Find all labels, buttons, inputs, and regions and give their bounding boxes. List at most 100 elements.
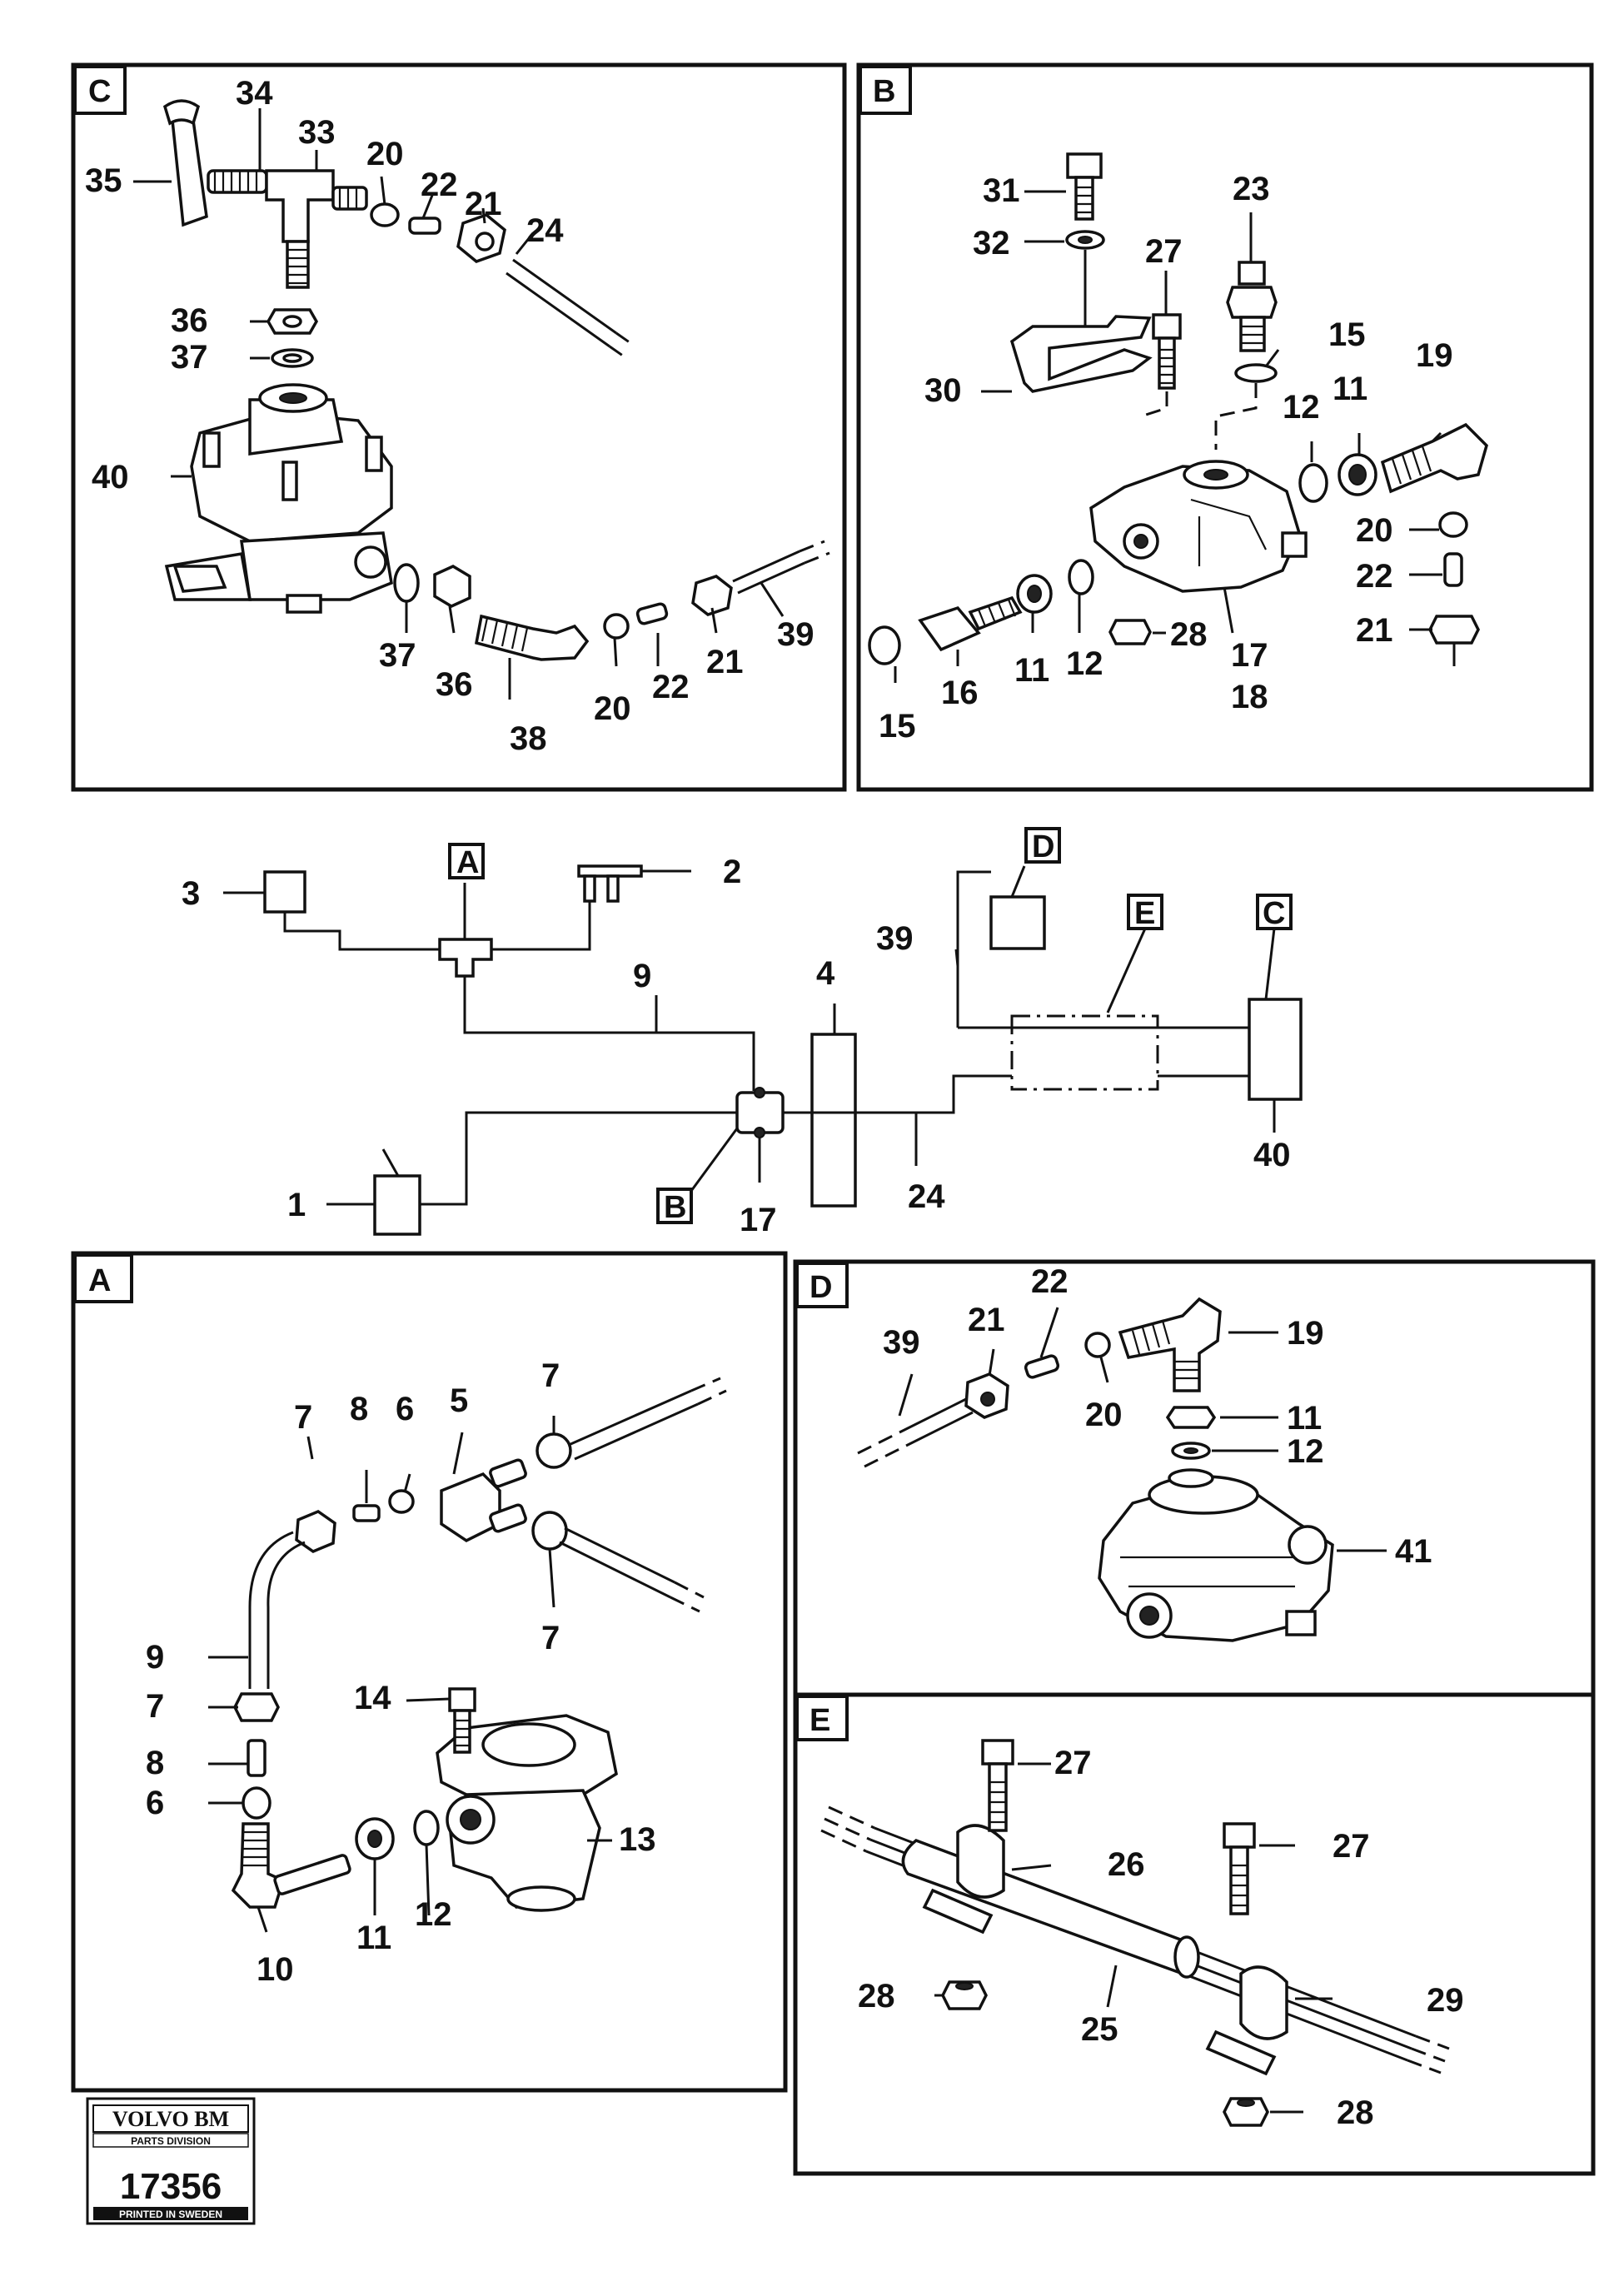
stamp-brand-box [92, 2104, 249, 2133]
callout-36: 36 [171, 302, 208, 339]
washer-15-part [1234, 363, 1278, 383]
panel-e-leaders [934, 1762, 1333, 2114]
brake-valve-part [164, 383, 393, 614]
olive-6-part [388, 1489, 415, 1514]
insert-22-part [1443, 552, 1463, 587]
nut-bore [475, 232, 495, 252]
callout-18: 18 [1231, 679, 1268, 715]
fitting-16-part [918, 605, 981, 652]
pipe-39-continuation [857, 1431, 907, 1468]
callout-40: 40 [92, 459, 129, 496]
washer-12-part [1298, 463, 1328, 503]
valve-bottom-port [286, 594, 322, 614]
panel-a-frame [71, 1251, 788, 2093]
callout-12: 12 [1287, 1433, 1324, 1470]
fitting-23-axis [1214, 383, 1258, 450]
stamp-number: 17356 [120, 2166, 222, 2207]
callout-19: 19 [1416, 337, 1453, 374]
stamp-division: PARTS DIVISION [131, 2135, 211, 2147]
callout-37-lower: 37 [379, 637, 416, 674]
pipe-39 [899, 1397, 974, 1447]
nut-7c-part [233, 1692, 280, 1722]
olive-20b-part [603, 613, 630, 640]
callout-22: 22 [1356, 558, 1393, 595]
callout-39: 39 [883, 1324, 920, 1361]
clamp-26-foot [922, 1888, 994, 1935]
panel-e-frame [793, 1692, 1596, 2176]
callout-34: 34 [236, 75, 273, 112]
callout-27: 27 [1145, 233, 1183, 270]
valve-41-seams [1120, 1556, 1299, 1588]
elbow-19-part [1380, 422, 1488, 494]
nut-28b-part [1223, 2097, 1269, 2127]
fitting-16-thread [968, 595, 1023, 631]
insert-part [408, 217, 441, 235]
callout-21: 21 [1356, 612, 1393, 649]
nut-36-bore [282, 315, 302, 328]
nut-11-bore [1348, 464, 1367, 486]
olive-20-part [1438, 511, 1468, 538]
nut-11b-bore [1027, 585, 1042, 603]
valve-17-end [1281, 531, 1308, 558]
bolt-27a-shank [988, 1762, 1008, 1832]
elbow-threads [481, 617, 529, 652]
callout-25: 25 [1081, 2011, 1118, 2048]
tee-outlet [331, 186, 368, 211]
washer-12b-part [1068, 559, 1094, 595]
panel-c-tag-box [73, 65, 127, 115]
stamp-printed-bar [93, 2207, 248, 2220]
valve-lever [172, 565, 227, 593]
pipe-7a-continuation [690, 1377, 727, 1406]
olive-part [370, 202, 400, 227]
stamp-printed: PRINTED IN SWEDEN [119, 2209, 222, 2220]
insert-22b-part [635, 602, 669, 625]
leader-c [1264, 928, 1276, 1000]
tee-fitting-part [265, 169, 335, 243]
schematic-leaders [655, 949, 1276, 1192]
nut-11-part [1165, 1406, 1217, 1429]
callout-37: 37 [171, 339, 208, 376]
valve-17-side-hole [1133, 534, 1148, 549]
panel-e: E 27 26 27 29 28 25 28 [793, 1692, 1596, 2176]
tee-5-outlet-b [489, 1503, 527, 1533]
tee-5-part [440, 1472, 501, 1543]
bolt-14-part [448, 1687, 476, 1712]
callout-28-left: 28 [858, 1978, 895, 2015]
callout-10: 10 [257, 1951, 294, 1988]
tee-5-outlet-a [489, 1458, 527, 1488]
panel-b-tag: B [873, 74, 895, 109]
callout-26: 26 [1108, 1846, 1145, 1883]
callout-11: 11 [356, 1920, 391, 1956]
callout-27-right: 27 [1333, 1828, 1370, 1865]
nut-28b-bore [1237, 2099, 1255, 2107]
valve-port-hole [279, 392, 307, 404]
callout-14: 14 [354, 1680, 391, 1716]
panel-b-tag-box [859, 65, 912, 115]
schematic-lines-right [783, 1074, 1249, 1114]
callout-4: 4 [816, 955, 835, 992]
component-1 [373, 1174, 421, 1236]
panel-e-tag-box [795, 1695, 849, 1741]
tee-threads [338, 187, 358, 209]
valve-41-front-hole [1139, 1606, 1159, 1626]
olive-6b-part [242, 1786, 271, 1820]
callout-7-left: 7 [146, 1688, 164, 1725]
component-17 [735, 1091, 785, 1134]
elbow-19-stem-threads [1174, 1360, 1199, 1380]
callout-21-lower: 21 [706, 644, 744, 680]
valve-side-port [354, 545, 387, 579]
insert-8-part [352, 1504, 381, 1522]
stud-left [202, 431, 221, 468]
component-2-pin-b [606, 874, 620, 903]
threaded-fitting-part [207, 169, 268, 194]
component-40 [1248, 998, 1303, 1101]
schematic-lines-left [326, 1111, 737, 1206]
callout-41: 41 [1395, 1533, 1432, 1570]
callout-21: 21 [968, 1302, 1005, 1338]
pipe-7b-continuation [670, 1581, 705, 1613]
schematic-lines-upper [283, 883, 755, 1091]
callout-12-lower: 12 [1066, 645, 1103, 682]
callout-20: 20 [1356, 512, 1393, 549]
lever-grip [162, 99, 201, 126]
valve-13-base [506, 1885, 576, 1912]
